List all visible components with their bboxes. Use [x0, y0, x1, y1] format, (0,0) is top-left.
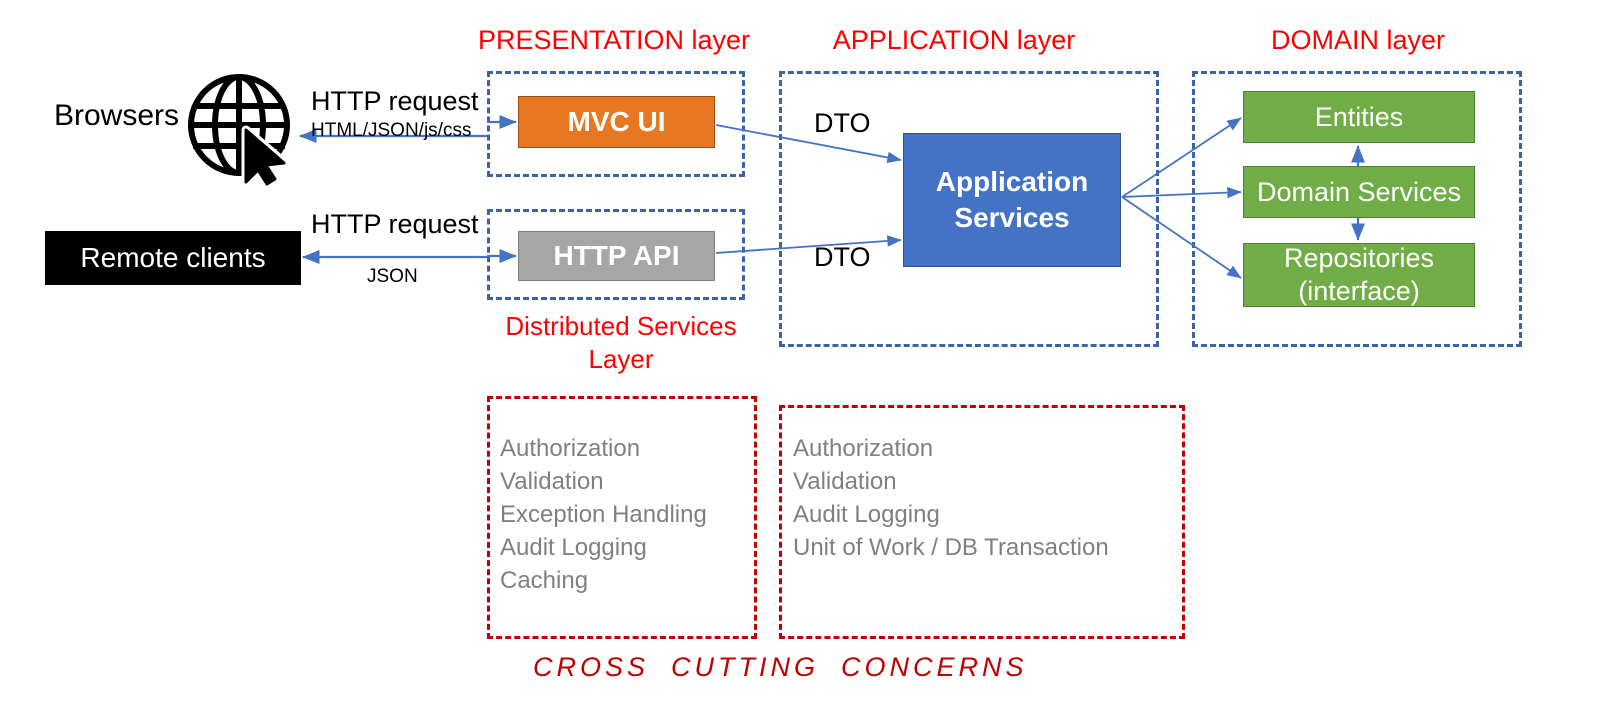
distributed-services-concerns-list: Authorization Validation Exception Handl… — [500, 432, 750, 597]
http-api-box[interactable]: HTTP API — [518, 231, 715, 281]
edge-label-response-top: HTML/JSON/js/css — [311, 120, 472, 141]
presentation-frame-api — [487, 209, 745, 300]
edge-label-http-request-top: HTTP request — [311, 86, 479, 116]
mvc-ui-box[interactable]: MVC UI — [518, 96, 715, 148]
globe-cursor-icon — [186, 68, 298, 191]
repositories-line1: Repositories — [1283, 243, 1435, 273]
application-services-box[interactable]: Application Services — [903, 133, 1121, 267]
edge-label-response-bottom: JSON — [367, 266, 418, 287]
concern-item: Authorization — [500, 435, 641, 462]
layer-title-application: APPLICATION layer — [832, 25, 1076, 55]
concern-item: Validation — [793, 468, 897, 495]
edge-label-dto-top: DTO — [814, 108, 871, 138]
presentation-frame-mvc — [487, 71, 745, 177]
application-concerns-box — [779, 405, 1185, 639]
repositories-box[interactable]: Repositories (interface) — [1243, 243, 1475, 307]
domain-frame — [1192, 71, 1522, 347]
entities-box[interactable]: Entities — [1243, 91, 1475, 143]
browsers-label: Browsers — [54, 99, 180, 132]
concern-item: Validation — [500, 468, 604, 495]
application-concerns-list: Authorization Validation Audit Logging U… — [793, 432, 1183, 564]
domain-services-box[interactable]: Domain Services — [1243, 166, 1475, 218]
distributed-services-title-line1: Distributed Services — [505, 311, 737, 341]
repositories-line2: (interface) — [1298, 276, 1420, 306]
concern-item: Unit of Work / DB Transaction — [793, 534, 1109, 561]
remote-clients-box: Remote clients — [45, 231, 301, 285]
distributed-services-title-line2: Layer — [588, 344, 654, 374]
concern-item: Audit Logging — [500, 534, 647, 561]
concern-item: Audit Logging — [793, 501, 940, 528]
distributed-services-concerns-box — [487, 396, 757, 639]
concern-item: Caching — [500, 567, 589, 594]
layer-title-domain: DOMAIN layer — [1270, 25, 1446, 55]
application-services-line1: Application — [935, 166, 1089, 197]
edge-label-http-request-bottom: HTTP request — [311, 209, 479, 239]
layer-title-presentation: PRESENTATION layer — [477, 25, 751, 55]
distributed-services-title: Distributed Services Layer — [471, 310, 771, 376]
edge-label-dto-bottom: DTO — [814, 242, 871, 272]
concern-item: Authorization — [793, 435, 934, 462]
concern-item: Exception Handling — [500, 501, 707, 528]
application-services-line2: Services — [954, 202, 1070, 233]
application-frame — [779, 71, 1159, 347]
